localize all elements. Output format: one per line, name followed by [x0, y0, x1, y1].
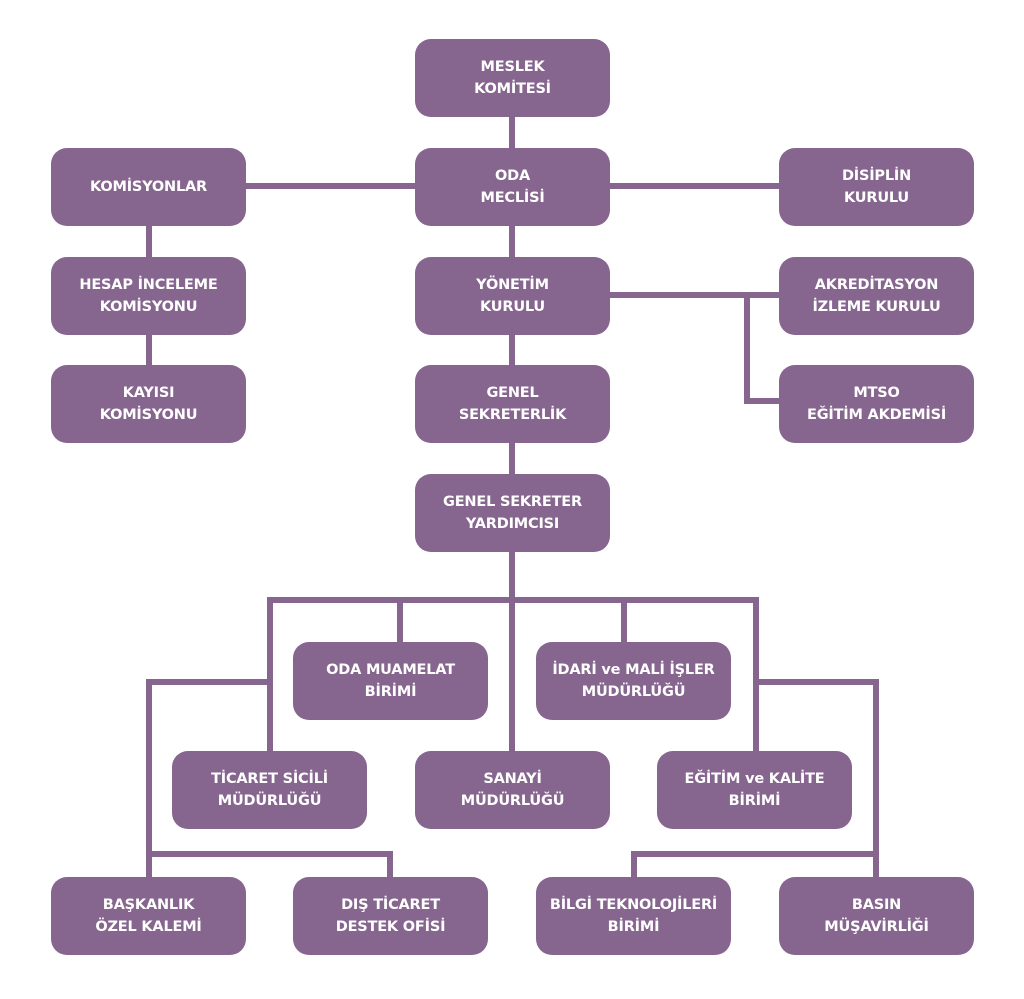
- connector-bus-left-vertical: [267, 597, 273, 751]
- node-genel-sekreterlik[interactable]: GENEL SEKRETERLİK: [415, 365, 610, 443]
- connector-sekreterlik-yardimcisi: [509, 443, 515, 474]
- node-label-line: EĞİTİM AKDEMİSİ: [806, 407, 947, 423]
- connector-meslek-meclis: [509, 117, 515, 148]
- node-label-line: KOMİSYONU: [99, 299, 198, 315]
- node-akreditasyon-izleme-kurulu[interactable]: AKREDİTASYON İZLEME KURULU: [779, 257, 974, 335]
- node-label-line: BAŞKANLIK: [102, 897, 195, 913]
- node-label-line: BİRİMİ: [728, 793, 781, 809]
- node-label-line: BASIN: [851, 897, 902, 913]
- node-label-line: İDARİ ve MALİ İŞLER: [552, 662, 715, 678]
- node-basin-musavirligi[interactable]: BASIN MÜŞAVİRLİĞİ: [779, 877, 974, 955]
- node-label-line: ODA MUAMELAT: [326, 662, 455, 678]
- node-label-line: MÜDÜRLÜĞÜ: [581, 684, 686, 700]
- node-komisyonlar[interactable]: KOMİSYONLAR: [51, 148, 246, 226]
- node-label-line: MESLEK: [480, 59, 545, 75]
- node-label-line: KURULU: [844, 190, 909, 206]
- node-label-line: YÖNETİM: [476, 277, 549, 293]
- node-disiplin-kurulu[interactable]: DİSİPLİN KURULU: [779, 148, 974, 226]
- node-bilgi-teknolojileri-birimi[interactable]: BİLGİ TEKNOLOJİLERİ BİRİMİ: [536, 877, 731, 955]
- node-label-line: DESTEK OFİSİ: [335, 919, 446, 935]
- node-label-line: DİSİPLİN: [841, 168, 912, 184]
- node-kayisi-komisyonu[interactable]: KAYISI KOMİSYONU: [51, 365, 246, 443]
- node-label-line: AKREDİTASYON: [814, 277, 939, 293]
- node-label-line: SEKRETERLİK: [458, 407, 567, 423]
- connector-bus-top: [267, 597, 759, 603]
- node-label-line: ODA: [495, 168, 530, 184]
- connector-bus-right-vertical: [753, 597, 759, 751]
- connector-yardimcisi-trunk: [509, 552, 515, 751]
- node-oda-muamelat-birimi[interactable]: ODA MUAMELAT BİRİMİ: [293, 642, 488, 720]
- node-label-line: SANAYİ: [483, 771, 542, 787]
- node-ticaret-sicili[interactable]: TİCARET SİCİLİ MÜDÜRLÜĞÜ: [172, 751, 367, 829]
- node-label-line: ÖZEL KALEMİ: [95, 919, 202, 935]
- node-hesap-inceleme-komisyonu[interactable]: HESAP İNCELEME KOMİSYONU: [51, 257, 246, 335]
- node-egitim-kalite-birimi[interactable]: EĞİTİM ve KALİTE BİRİMİ: [657, 751, 852, 829]
- node-label-line: MÜDÜRLÜĞÜ: [460, 793, 565, 809]
- connector-bus-idari: [621, 597, 627, 642]
- connector-meclis-disiplin: [610, 183, 779, 189]
- node-label-line: MÜDÜRLÜĞÜ: [217, 793, 322, 809]
- connector-meclis-yonetim: [509, 226, 515, 257]
- node-label-line: GENEL: [486, 385, 539, 401]
- node-genel-sekreter-yardimcisi[interactable]: GENEL SEKRETER YARDIMCISI: [415, 474, 610, 552]
- connector-yonetim-mtso-vertical: [744, 292, 750, 404]
- node-label-line: GENEL SEKRETER: [443, 494, 582, 510]
- node-label-line: BİRİMİ: [607, 919, 660, 935]
- connector-meclis-komisyonlar: [246, 183, 415, 189]
- node-label-line: HESAP İNCELEME: [79, 277, 218, 293]
- node-label-line: TİCARET SİCİLİ: [211, 771, 328, 787]
- connector-right-branch-horizontal: [753, 679, 879, 685]
- node-label-line: BİLGİ TEKNOLOJİLERİ: [549, 897, 718, 913]
- node-idari-mali-isler[interactable]: İDARİ ve MALİ İŞLER MÜDÜRLÜĞÜ: [536, 642, 731, 720]
- connector-komisyonlar-hesap: [146, 226, 152, 257]
- node-label-line: KURULU: [480, 299, 545, 315]
- node-baskanlik-ozel-kalemi[interactable]: BAŞKANLIK ÖZEL KALEMİ: [51, 877, 246, 955]
- connector-bus-oda-muamelat: [397, 597, 403, 642]
- node-label-line: YARDIMCISI: [465, 516, 560, 532]
- connector-left-branch-vertical: [146, 679, 152, 877]
- connector-right-bottom-horizontal: [631, 851, 879, 857]
- node-mtso-egitim-akademisi[interactable]: MTSO EĞİTİM AKDEMİSİ: [779, 365, 974, 443]
- node-label-line: KOMİSYONLAR: [89, 179, 208, 195]
- node-label-line: KAYISI: [122, 385, 175, 401]
- connector-dis-ticaret: [387, 851, 393, 877]
- node-yonetim-kurulu[interactable]: YÖNETİM KURULU: [415, 257, 610, 335]
- connector-yonetim-mtso-horizontal: [744, 398, 779, 404]
- node-label-line: DIŞ TİCARET: [341, 897, 440, 913]
- node-label-line: EĞİTİM ve KALİTE: [684, 771, 825, 787]
- node-label-line: KOMİTESİ: [474, 81, 551, 97]
- connector-left-bottom-horizontal: [146, 851, 393, 857]
- connector-yonetim-sekreterlik: [509, 335, 515, 365]
- node-oda-meclisi[interactable]: ODA MECLİSİ: [415, 148, 610, 226]
- node-dis-ticaret-destek-ofisi[interactable]: DIŞ TİCARET DESTEK OFİSİ: [293, 877, 488, 955]
- node-meslek-komitesi[interactable]: MESLEK KOMİTESİ: [415, 39, 610, 117]
- node-label-line: MECLİSİ: [480, 190, 545, 206]
- node-label-line: KOMİSYONU: [99, 407, 198, 423]
- node-label-line: MTSO: [853, 385, 900, 401]
- connector-bilgi-teknolojileri: [631, 851, 637, 877]
- connector-right-branch-vertical: [873, 679, 879, 877]
- connector-yonetim-akreditasyon: [610, 292, 779, 298]
- connector-left-branch-horizontal: [146, 679, 273, 685]
- node-label-line: İZLEME KURULU: [812, 299, 941, 315]
- node-sanayi-mudurlugu[interactable]: SANAYİ MÜDÜRLÜĞÜ: [415, 751, 610, 829]
- connector-hesap-kayisi: [146, 335, 152, 365]
- node-label-line: BİRİMİ: [364, 684, 417, 700]
- node-label-line: MÜŞAVİRLİĞİ: [824, 919, 929, 935]
